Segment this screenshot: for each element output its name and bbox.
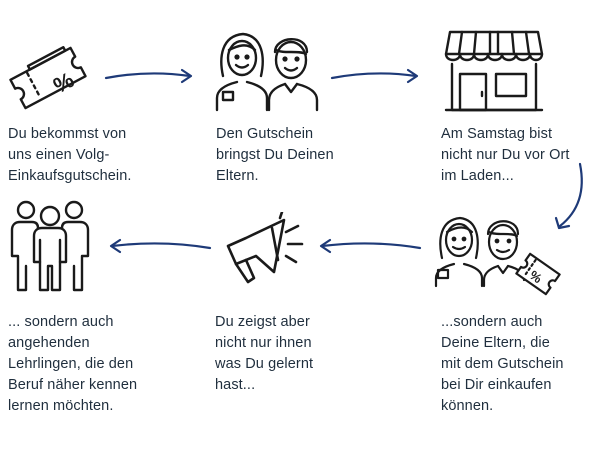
- step-6-caption: ... sondern auch angehenden Lehrlingen, …: [8, 314, 138, 414]
- parents-with-voucher-icon: %: [432, 212, 562, 302]
- arrow-step-5-to-6: [106, 236, 212, 256]
- step-3-caption: Am Samstag bist nicht nur Du vor Ort im …: [441, 126, 570, 184]
- step-5-caption: Du zeigst aber nicht nur ihnen was Du ge…: [215, 314, 314, 393]
- step-1-caption: Du bekommst von uns einen Volg- Einkaufs…: [8, 126, 132, 184]
- megaphone-icon: [222, 212, 306, 286]
- parents-couple-icon: [213, 28, 323, 112]
- group-of-people-icon: [6, 196, 94, 292]
- store-icon: [442, 26, 546, 114]
- voucher-ticket-icon: %: [8, 32, 88, 112]
- arrow-step-1-to-2: [104, 66, 196, 86]
- arrow-step-2-to-3: [330, 66, 422, 86]
- arrow-step-4-to-5: [316, 236, 422, 256]
- step-2-caption: Den Gutschein bringst Du Deinen Eltern.: [216, 126, 334, 184]
- arrow-step-3-to-4: [552, 160, 588, 234]
- step-4-caption: ...sondern auch Deine Eltern, die mit de…: [441, 314, 564, 414]
